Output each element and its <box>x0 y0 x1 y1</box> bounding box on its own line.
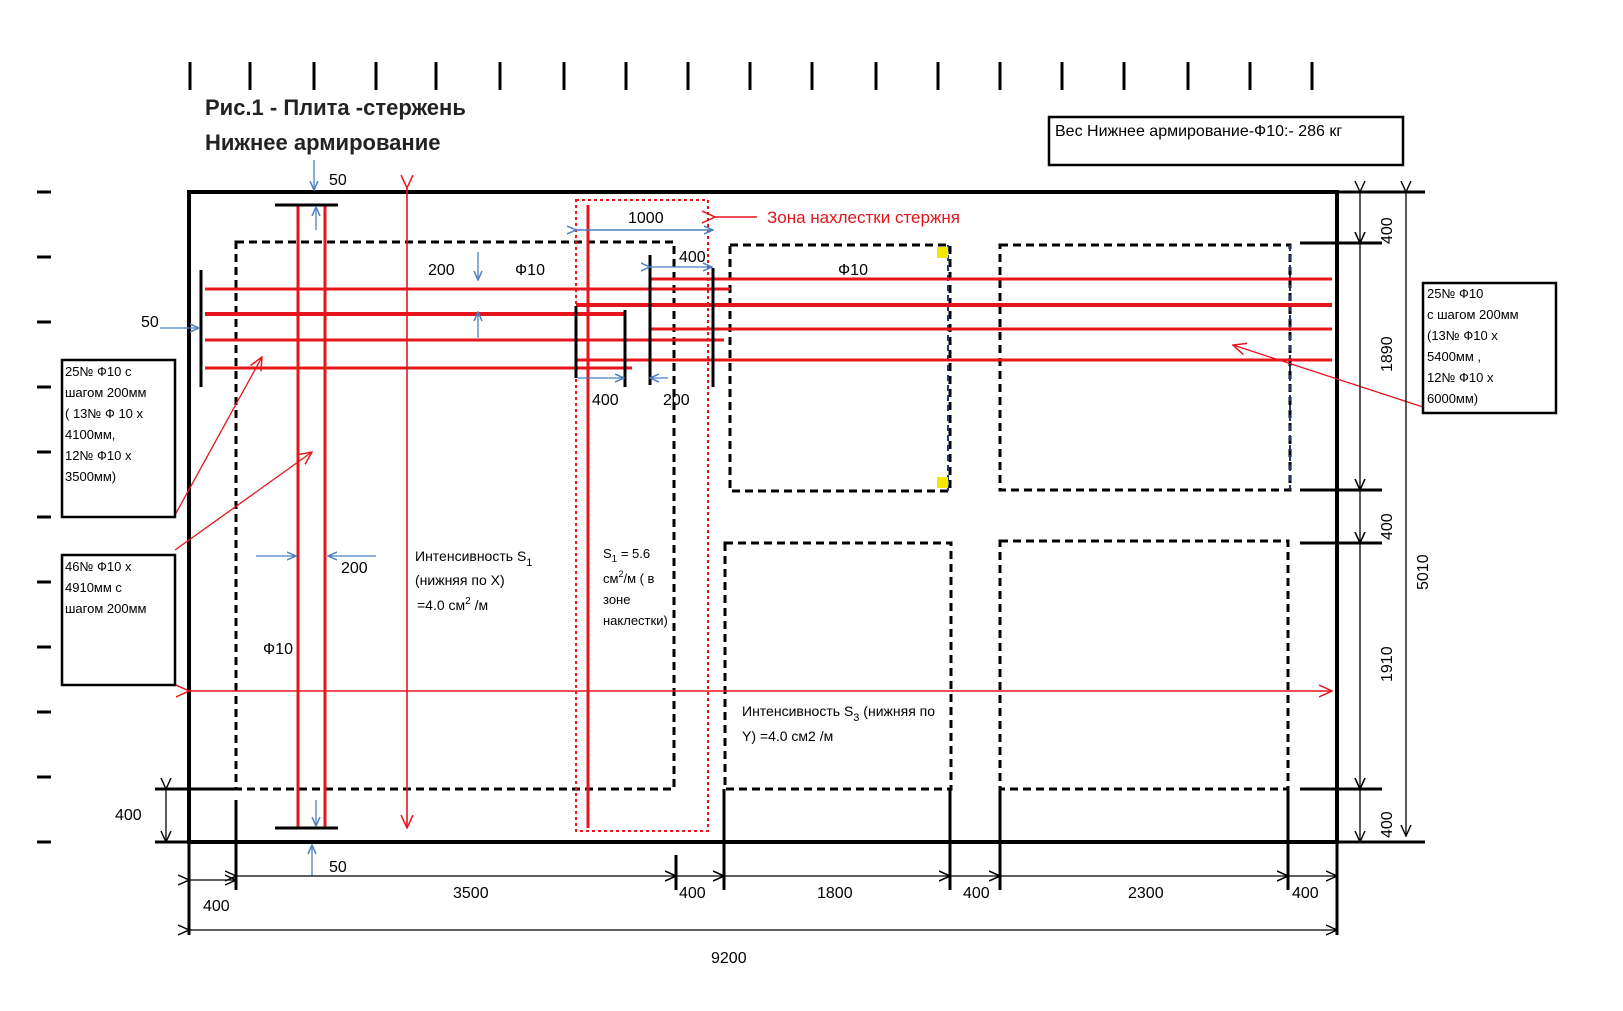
intensity-s3-line1: Интенсивность S3 (нижняя по <box>742 703 935 724</box>
dim-400-lap-top: 400 <box>679 249 706 266</box>
panel-bottom-mid <box>723 541 953 791</box>
bar-label-phi10-vertical: Ф10 <box>263 641 293 658</box>
dim-200-lap-bottom: 200 <box>663 392 690 409</box>
intensity-lap-line1: S1 = 5.6 <box>603 546 650 565</box>
dim-lines <box>166 192 1406 930</box>
dim-bottom-3: 400 <box>679 885 706 902</box>
dim-bottom-6: 2300 <box>1128 885 1164 902</box>
marker-bottom <box>937 477 948 488</box>
intensity-lap-line2: см2/м ( в <box>603 569 655 586</box>
dim-200-mid: 200 <box>341 560 368 577</box>
bar-ends <box>199 255 715 387</box>
dim-bottom-5: 400 <box>963 885 990 902</box>
dim-total-width: 9200 <box>711 950 747 967</box>
dim-bottom-7: 400 <box>1292 885 1319 902</box>
vertical-bars <box>275 203 590 830</box>
dim-right-4: 1910 <box>1379 646 1396 682</box>
intensity-s1-line3: =4.0 см2 /м <box>417 596 488 613</box>
title-line2: Нижнее армирование <box>205 130 440 155</box>
intensity-s1-line1: Интенсивность S1 <box>415 548 532 569</box>
slab-panels <box>234 240 1292 791</box>
weight-box-text: Вес Нижнее армирование-Ф10:- 286 кг <box>1055 123 1342 140</box>
lap-zone <box>575 199 709 832</box>
dim-bottom-4: 1800 <box>817 885 853 902</box>
blue-dim-arrows <box>160 160 712 876</box>
intensity-s1-line2: (нижняя по X) <box>415 572 505 588</box>
panel-left <box>234 240 676 791</box>
dim-right-1: 400 <box>1379 217 1396 244</box>
panel-top-mid <box>728 243 952 493</box>
dim-extension-lines <box>1300 241 1382 791</box>
callout-right-box <box>1421 281 1558 415</box>
weight-box <box>1047 115 1405 167</box>
bar-label-phi10-mid: Ф10 <box>838 262 868 279</box>
dim-right-2: 1890 <box>1379 336 1396 372</box>
marker-top <box>937 247 948 258</box>
callout-left-top-text: 25№ Ф10 с шагом 200мм ( 13№ Ф 10 х 4100м… <box>65 364 150 484</box>
callout-pointers <box>174 345 1424 551</box>
dim-bottom-1: 400 <box>203 898 230 915</box>
left-tick-column <box>37 190 51 844</box>
dim-1000: 1000 <box>628 210 664 227</box>
title-line1: Рис.1 - Плита -стержень <box>205 95 466 120</box>
callout-left-bottom-text: 46№ Ф10 х 4910мм с шагом 200мм <box>65 559 147 616</box>
dim-400-left-bottom: 400 <box>115 807 142 824</box>
intensity-lap-line3: зоне <box>603 592 630 607</box>
dim-right-5: 400 <box>1379 811 1396 838</box>
callout-left-bottom-box <box>60 553 177 687</box>
dim-400-lap-bottom: 400 <box>592 392 619 409</box>
intensity-s3-line2: Y) =4.0 см2 /м <box>742 728 833 744</box>
dim-bottom-2: 3500 <box>453 885 489 902</box>
dim-50-left: 50 <box>141 314 159 331</box>
dim-total-height: 5010 <box>1415 554 1432 590</box>
bar-label-phi10-left: Ф10 <box>515 262 545 279</box>
panel-top-right <box>998 243 1292 492</box>
slab-outline <box>187 190 1339 844</box>
callout-right-text: 25№ Ф10 с шагом 200мм (13№ Ф10 х 5400мм … <box>1427 286 1522 406</box>
dim-50-top: 50 <box>329 172 347 189</box>
top-tick-row <box>188 62 1314 90</box>
horizontal-bars <box>205 277 1332 370</box>
dim-200-top: 200 <box>428 262 455 279</box>
dim-right-3: 400 <box>1379 513 1396 540</box>
intensity-lap-line4: наклестки) <box>603 613 668 628</box>
dim-50-bottom: 50 <box>329 859 347 876</box>
lap-zone-label: Зона нахлестки стержня <box>767 208 960 227</box>
panel-bottom-right <box>998 539 1290 791</box>
callout-left-top-box <box>60 358 177 519</box>
